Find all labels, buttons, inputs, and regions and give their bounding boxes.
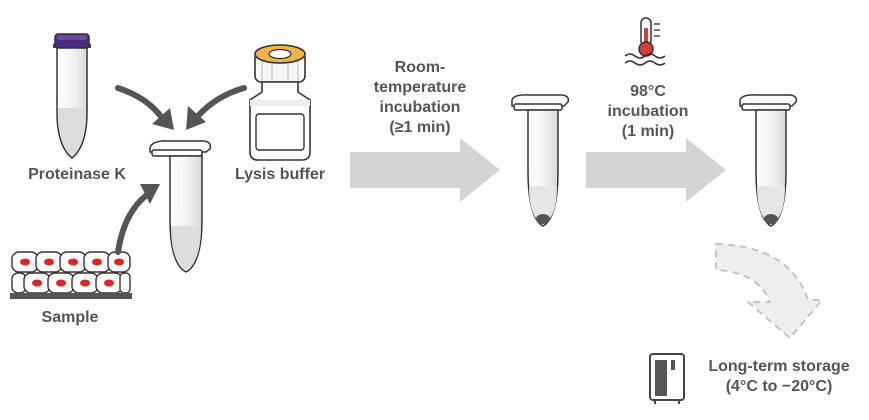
- heated-tube-icon: [739, 94, 798, 227]
- sample-label: Sample: [41, 309, 99, 326]
- freezer-icon: [649, 353, 685, 404]
- storage-label: Long-term storage (4°C to −20°C): [708, 358, 850, 395]
- arrow-proteinase-to-tube: [115, 85, 165, 121]
- dark-arrowheads: [140, 106, 206, 204]
- cell-sample-icon: [10, 251, 132, 299]
- mixing-tube-icon: [149, 140, 212, 273]
- step1-label: Room- temperature incubation (≥1 min): [373, 59, 467, 136]
- lysis-buffer-label: Lysis buffer: [234, 166, 326, 183]
- lysis-buffer-bottle-icon: [249, 44, 311, 161]
- arrow-buffer-to-tube: [195, 85, 247, 119]
- step1-arrow: [350, 138, 500, 202]
- step2-arrow: [586, 138, 726, 202]
- arrow-sample-to-tube: [115, 191, 151, 255]
- heat-thermometer-icon: [624, 17, 666, 66]
- storage-arrow: [715, 243, 823, 339]
- step2-label: 98°C incubation (1 min): [607, 83, 689, 140]
- dark-arrows: [115, 85, 247, 255]
- proteinase-k-label: Proteinase K: [28, 166, 126, 183]
- incubated-tube-icon: [511, 94, 570, 227]
- proteinase-k-tube-icon: [53, 33, 91, 159]
